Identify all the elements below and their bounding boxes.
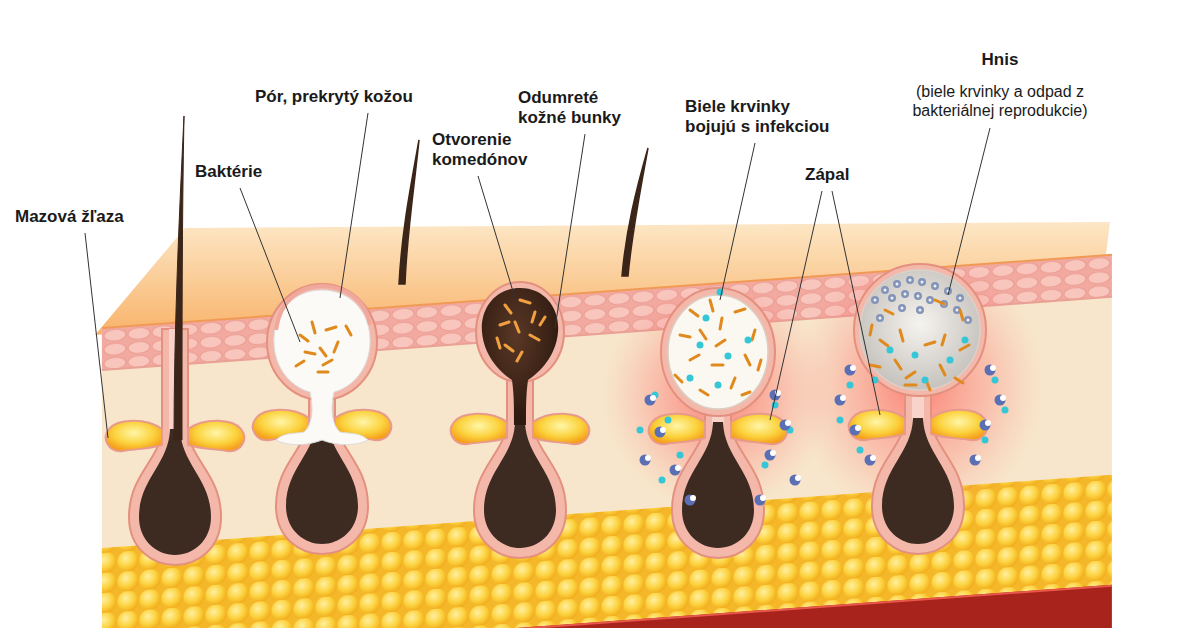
leader-line xyxy=(478,176,515,298)
leader-line xyxy=(555,134,585,328)
leader-line xyxy=(240,188,300,342)
callout-label: Zápal xyxy=(805,165,849,185)
callout-label: Hnis xyxy=(960,50,1040,70)
label-anchor: (biele krvinky a odpad z bakteriálnej re… xyxy=(900,82,1100,120)
hair xyxy=(399,140,419,284)
skin-cover xyxy=(276,286,370,330)
pustule xyxy=(860,270,980,390)
label-anchor: Odumreté kožné bunky xyxy=(518,88,636,129)
leader-line xyxy=(770,191,822,420)
leader-line xyxy=(948,128,990,295)
bacteria xyxy=(870,300,969,390)
bacteria xyxy=(296,322,351,372)
label-anchor: Mazová žľaza xyxy=(15,207,124,227)
callout-label: Biele krvinky bojujú s infekciou xyxy=(685,97,838,138)
inflammation xyxy=(603,250,1043,520)
callout-label: Otvorenie komedónov xyxy=(432,130,537,171)
label-anchor: Pór, prekrytý kožou xyxy=(255,87,413,107)
callout-label: Pór, prekrytý kožou xyxy=(255,87,413,107)
hair xyxy=(174,116,184,440)
hair xyxy=(622,148,648,276)
leader-line xyxy=(340,113,368,298)
muscle-layer xyxy=(102,585,1112,628)
leader-line xyxy=(85,233,108,438)
label-anchor: Hnis xyxy=(960,50,1040,70)
leader-lines xyxy=(85,113,990,438)
white-blood-cells xyxy=(648,368,1003,498)
label-anchor: Baktérie xyxy=(195,162,262,182)
blackhead-plug xyxy=(482,288,558,425)
callout-label: (biele krvinky a odpad z bakteriálnej re… xyxy=(900,82,1100,120)
pus-cells xyxy=(875,280,968,320)
callout-label: Baktérie xyxy=(195,162,262,182)
immune-particles xyxy=(640,292,1005,480)
leader-line xyxy=(832,191,880,415)
papule xyxy=(668,295,768,409)
label-anchor: Zápal xyxy=(805,165,849,185)
callout-label: Mazová žľaza xyxy=(15,207,124,227)
pus-cells xyxy=(875,280,968,320)
leader-line xyxy=(720,143,755,300)
label-anchor: Biele krvinky bojujú s infekciou xyxy=(685,97,838,138)
bacteria xyxy=(497,300,545,361)
label-anchor: Otvorenie komedónov xyxy=(432,130,537,171)
follicle-wall xyxy=(854,264,986,396)
white-blood-cells xyxy=(645,370,1000,500)
follicle-wall xyxy=(661,288,775,416)
muscle-edge xyxy=(102,586,1112,628)
callout-label: Odumreté kožné bunky xyxy=(518,88,636,129)
